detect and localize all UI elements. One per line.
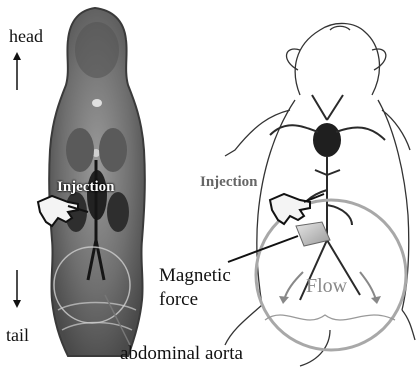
flow-arrow-left-tip	[279, 296, 289, 304]
pelvis-outline	[265, 315, 395, 320]
magnetic-force-label-line2: force	[159, 290, 198, 309]
heart-shape	[313, 123, 341, 157]
head-label: head	[9, 27, 43, 45]
abdominal-aorta-label: abdominal aorta	[120, 344, 243, 363]
mouse-nose	[330, 26, 350, 30]
injection-label-left: Injection	[57, 180, 115, 195]
magnetic-force-label-line1: Magnetic	[159, 266, 231, 285]
tail-label: tail	[6, 326, 29, 344]
mouse-ear-left	[286, 49, 300, 70]
mouse-head-outline	[295, 23, 379, 95]
flow-label: Flow	[306, 276, 347, 296]
mri-brain-spot	[92, 99, 102, 107]
injection-label-right: Injection	[200, 175, 258, 190]
mri-organ-left	[66, 128, 94, 172]
mri-head-region	[75, 22, 119, 78]
hand-icon-right	[270, 194, 324, 224]
flow-arrow-left	[284, 272, 303, 300]
mri-organ-right	[99, 128, 127, 172]
magnetic-force-pointer	[228, 236, 298, 262]
flow-arrow-right-tip	[371, 296, 381, 304]
mouse-hindleg-right	[402, 310, 415, 340]
tail-arrow-tip	[13, 300, 21, 308]
mouse-foreleg-left	[225, 110, 290, 156]
mri-kidney-right	[107, 192, 129, 232]
mouse-hindleg-left	[225, 305, 262, 345]
flow-arrow-right	[360, 272, 376, 300]
head-arrow-tip	[13, 52, 21, 60]
